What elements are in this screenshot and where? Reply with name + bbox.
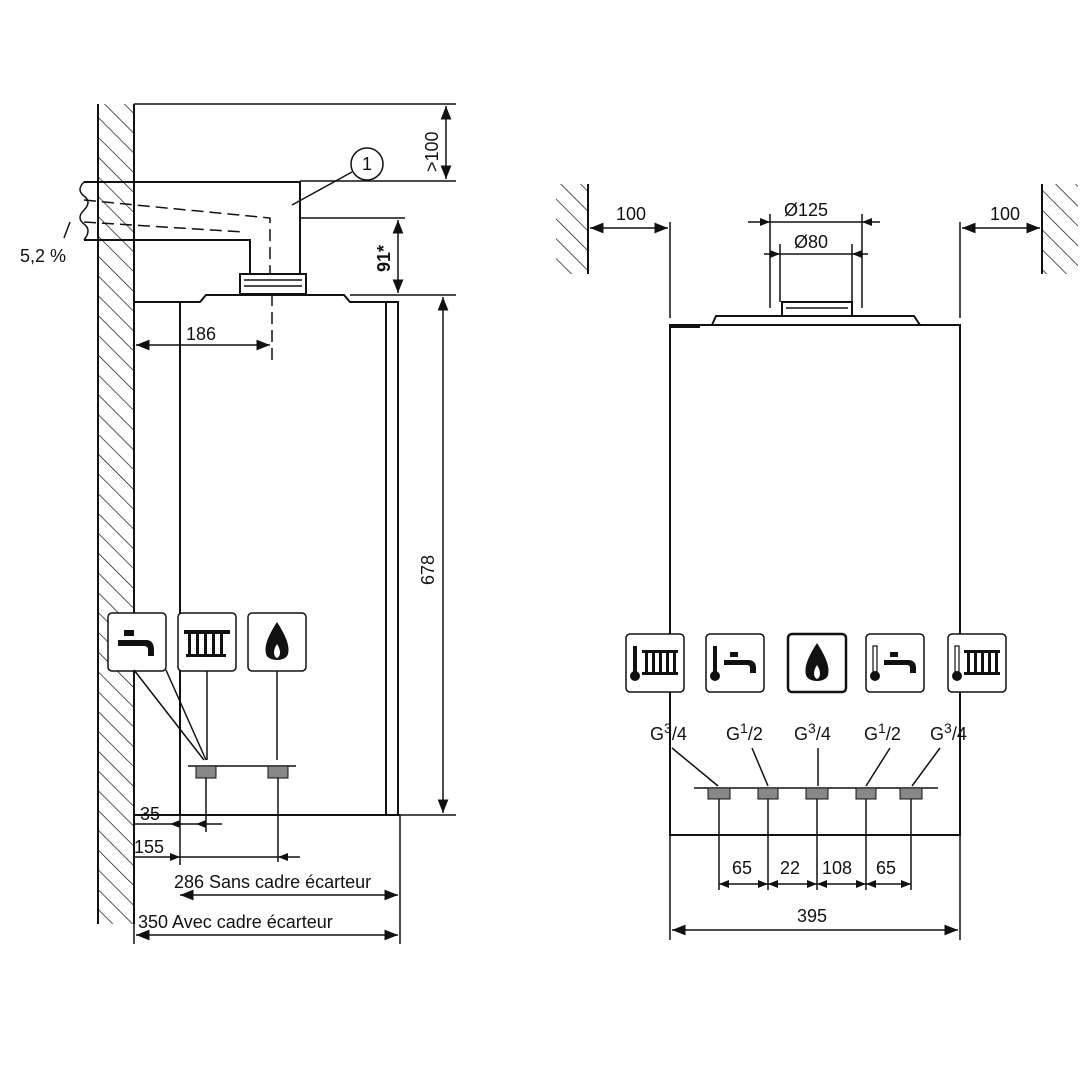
left-wall-hatch: [556, 184, 588, 274]
front-fitting: [805, 787, 829, 800]
dim-spacing-2: 22: [780, 858, 800, 878]
thread-label: G1/2: [726, 720, 763, 744]
dim-pipe-offset-large: 155: [134, 837, 164, 857]
dim-slope: 5,2 %: [20, 246, 66, 266]
dim-spacing-3: 108: [822, 858, 852, 878]
callout-circle: [350, 147, 384, 181]
dim-inner-diameter: Ø80: [794, 232, 828, 252]
thread-label: G3/4: [930, 720, 967, 744]
wall-hatch: [98, 104, 134, 924]
front-icon-row: [625, 632, 1007, 694]
dim-height: 678: [418, 555, 438, 585]
front-fitting: [855, 787, 877, 800]
thread-labels: G3/4 G1/2 G3/4 G1/2 G3/4: [650, 720, 967, 744]
heating-flow-icon: [630, 646, 678, 681]
callout-number: 1: [362, 154, 372, 174]
boiler-front-body: [669, 301, 961, 836]
thread-label: G1/2: [864, 720, 901, 744]
dim-flue-offset: 186: [186, 324, 216, 344]
dim-width: 395: [797, 906, 827, 926]
hot-water-outlet-icon: [710, 646, 756, 681]
front-fitting: [899, 787, 923, 800]
boiler-side-body: [134, 294, 400, 816]
dim-spacing-1: 65: [732, 858, 752, 878]
front-fitting: [707, 787, 731, 800]
gas-flame-icon: [265, 622, 289, 660]
heating-return-icon: [952, 645, 1000, 681]
thread-label: G3/4: [794, 720, 831, 744]
flue-pipe: [79, 181, 405, 360]
dim-depth-without-frame: 286 Sans cadre écarteur: [174, 872, 371, 892]
dim-flue-height: 91*: [374, 245, 394, 272]
side-view: 1 186 >100 91* 678 5,2 %: [20, 103, 456, 944]
side-fitting: [267, 765, 289, 779]
dim-left-clearance: 100: [616, 204, 646, 224]
dim-outer-diameter: Ø125: [784, 200, 828, 220]
dim-right-clearance: 100: [990, 204, 1020, 224]
dim-top-clearance: >100: [422, 131, 442, 172]
dim-depth-with-frame: 350 Avec cadre écarteur: [138, 912, 333, 932]
thread-label: G3/4: [650, 720, 687, 744]
dim-spacing-4: 65: [876, 858, 896, 878]
right-wall-hatch: [1042, 184, 1078, 274]
side-icon-row: [107, 612, 307, 672]
hot-water-tap-icon: [118, 630, 154, 656]
flue-collar: [239, 273, 307, 295]
front-fitting: [757, 787, 779, 800]
gas-flame-icon: [805, 643, 829, 681]
cold-water-inlet-icon: [870, 645, 916, 681]
radiator-icon: [184, 630, 230, 657]
dim-pipe-offset-small: 35: [140, 804, 160, 824]
front-view: 100 100 Ø125 Ø80: [556, 184, 1078, 940]
side-fitting: [195, 765, 217, 779]
